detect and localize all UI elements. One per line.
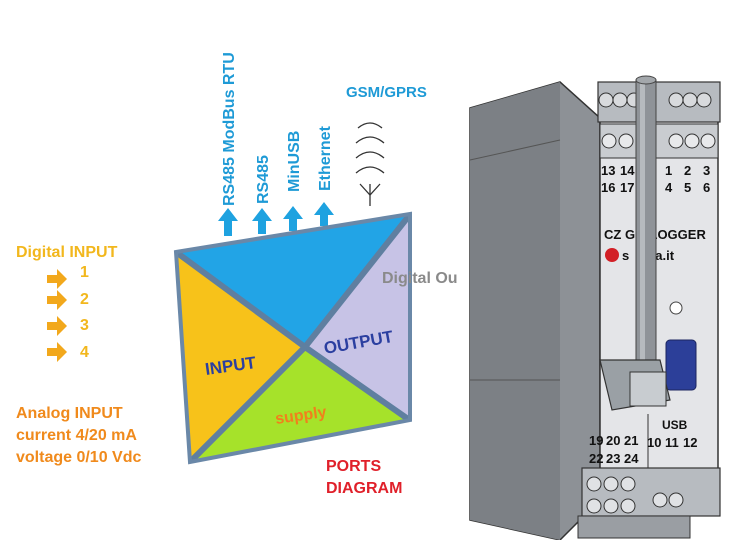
rs485-modbus-label: RS485 ModBus RTU [221, 52, 238, 206]
terminal-22: 22 [589, 451, 603, 466]
minusb-arrow-icon [283, 206, 303, 231]
ethernet-arrow-icon [314, 202, 334, 226]
digital-input-channel-4: 4 [80, 344, 89, 361]
terminal-2: 2 [684, 163, 691, 178]
digital-input-3-arrow-icon [47, 316, 67, 336]
data-logger-device: 13 14 1 2 3 16 17 4 5 6 CZ G LOGGER s ma… [469, 75, 721, 540]
analog-input-group: Analog INPUT current 4/20 mA voltage 0/1… [16, 405, 141, 466]
digital-output-label: Digital Ou [382, 270, 458, 287]
terminal-12: 12 [683, 435, 697, 450]
analog-input-voltage: voltage 0/10 Vdc [16, 449, 141, 466]
rs485-modbus-arrow-icon [218, 208, 238, 236]
gsm-group: GSM/GPRS [346, 84, 427, 206]
terminal-24: 24 [624, 451, 639, 466]
terminal-5: 5 [684, 180, 691, 195]
terminal-20: 20 [606, 433, 620, 448]
supply-region [190, 347, 410, 462]
terminal-10: 10 [647, 435, 661, 450]
digital-input-channel-3: 3 [80, 317, 89, 334]
output-region [305, 214, 410, 420]
ports-diagram-caption-line1: PORTS [326, 458, 381, 475]
rs485-arrow-icon [252, 208, 272, 234]
rs485-label: RS485 [255, 155, 272, 204]
ports-diagram-shape: INPUT OUTPUT supply [173, 211, 412, 465]
terminal-23: 23 [606, 451, 620, 466]
top-output-region [176, 214, 410, 347]
terminal-6: 6 [703, 180, 710, 195]
terminal-16: 16 [601, 180, 615, 195]
ethernet-label: Ethernet [317, 125, 334, 191]
terminal-13: 13 [601, 163, 615, 178]
terminal-17: 17 [620, 180, 634, 195]
output-ports-group: RS485 ModBus RTU RS485 MinUSB Ethernet [218, 52, 334, 236]
digital-input-1-arrow-icon [47, 269, 67, 289]
digital-input-channel-1: 1 [80, 264, 89, 281]
digital-input-group: Digital INPUT 1 2 3 4 [16, 244, 118, 362]
terminal-4: 4 [665, 180, 673, 195]
brand-logo-icon [605, 248, 619, 262]
antenna-signal-icon [355, 122, 385, 206]
input-region [176, 252, 305, 462]
terminal-21: 21 [624, 433, 638, 448]
usb-label: USB [662, 418, 688, 432]
digital-input-channel-2: 2 [80, 291, 89, 308]
gsm-antenna-icon [599, 75, 671, 411]
terminal-11: 11 [665, 435, 679, 450]
analog-input-title: Analog INPUT [16, 405, 123, 422]
gsm-gprs-label: GSM/GPRS [346, 84, 427, 101]
terminal-1: 1 [665, 163, 672, 178]
digital-input-title: Digital INPUT [16, 244, 118, 261]
terminal-3: 3 [703, 163, 710, 178]
ports-diagram-caption-line2: DIAGRAM [326, 480, 402, 497]
terminal-19: 19 [589, 433, 603, 448]
minusb-label: MinUSB [286, 131, 303, 192]
digital-input-2-arrow-icon [47, 290, 67, 310]
terminal-14: 14 [620, 163, 635, 178]
analog-input-current: current 4/20 mA [16, 427, 137, 444]
digital-input-4-arrow-icon [47, 342, 67, 362]
status-led-icon [669, 301, 683, 315]
